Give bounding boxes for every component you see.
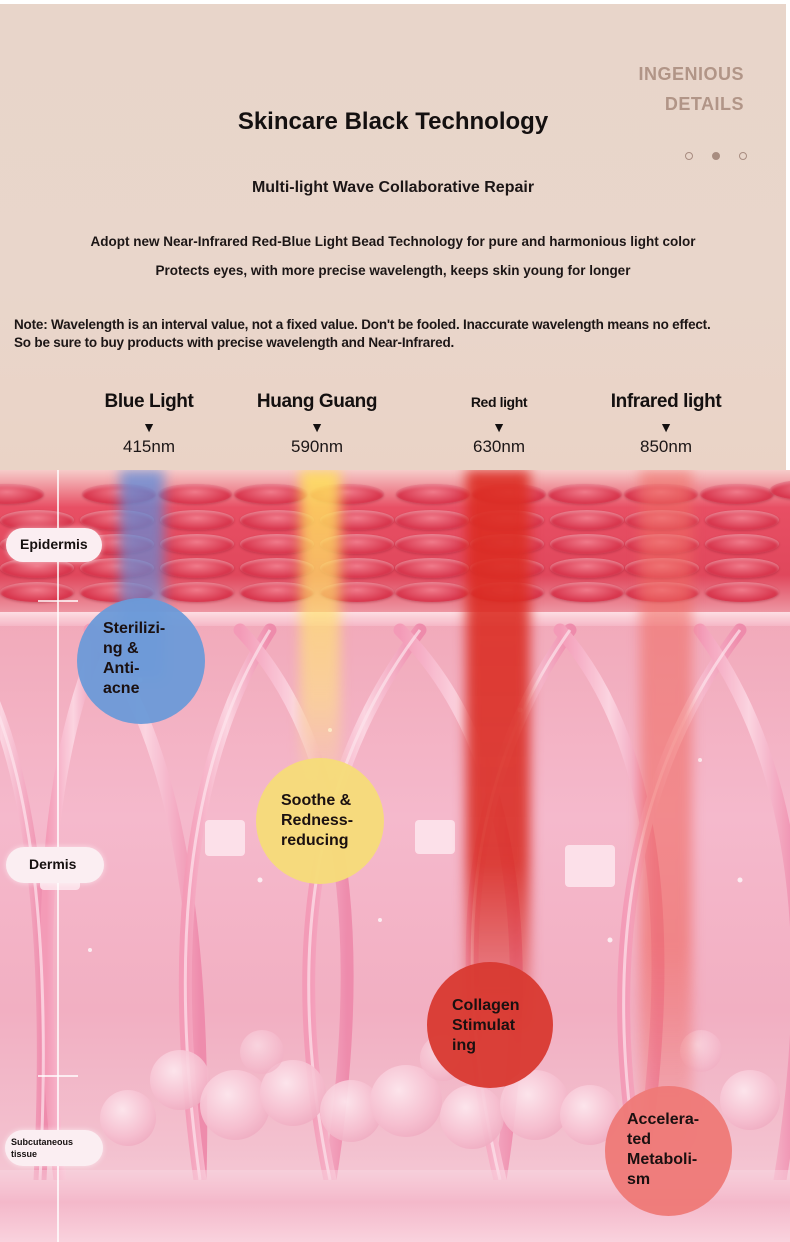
pager-dot-3[interactable] [739,152,747,160]
skin-cross-section-illustration: Epidermis Dermis Subcutaneous tissue Ste… [0,470,790,1242]
ruler-tick [38,1075,78,1077]
intro-panel: INGENIOUS DETAILS Skincare Black Technol… [0,4,786,474]
page-title: Skincare Black Technology [237,108,549,135]
brand-tag-line1: INGENIOUS [638,64,744,84]
ruler-tick [38,600,78,602]
wavelength-name: Red light [470,394,528,410]
wavelength-name: Blue Light [104,391,194,412]
effect-text: Collagen Stimulat ing [452,997,520,1054]
wavelength-value: 850nm [640,437,692,456]
brand-tag-line2: DETAILS [664,94,744,114]
effect-bubble-accelerated-metabolism: Accelera- ted Metaboli- sm [605,1086,732,1216]
pager-dot-2-active[interactable] [712,152,720,160]
effect-bubble-sterilizing-anti-acne: Sterilizi- ng & Anti- acne [77,598,205,724]
down-arrow-icon: ▼ [142,419,156,435]
effect-text: Sterilizi- ng & Anti- acne [103,620,166,697]
subcutaneous-tissue-label: Subcutaneous tissue [5,1130,103,1166]
description-line-1: Adopt new Near-Infrared Red-Blue Light B… [90,234,696,249]
wavelength-value: 630nm [473,437,525,456]
yellow-light-beam [300,470,340,800]
dermis-label: Dermis [6,847,104,883]
note-line-1: Note: Wavelength is an interval value, n… [14,317,711,332]
description-line-2: Protects eyes, with more precise wavelen… [155,263,631,278]
carousel-pager [685,152,747,160]
red-light-beam [466,470,530,1030]
wavelength-note: Note: Wavelength is an interval value, n… [14,316,784,352]
wavelength-value: 590nm [291,437,343,456]
wavelength-value: 415nm [123,437,175,456]
pager-dot-1[interactable] [685,152,693,160]
effect-bubble-collagen-stimulating: Collagen Stimulat ing [427,962,553,1088]
wavelength-red: Red light ▼ 630nm [419,389,579,457]
effect-bubble-soothe-redness-reducing: Soothe & Redness- reducing [256,758,384,884]
ingenious-details-tag: INGENIOUS DETAILS [638,59,744,119]
down-arrow-icon: ▼ [310,419,324,435]
epidermis-label: Epidermis [6,528,102,562]
effect-text: Accelera- ted Metaboli- sm [627,1111,700,1188]
down-arrow-icon: ▼ [492,419,506,435]
note-line-2: So be sure to buy products with precise … [14,335,455,350]
wavelength-yellow: Huang Guang ▼ 590nm [237,389,397,457]
wavelength-name: Huang Guang [256,391,378,412]
wavelength-infrared: Infrared light ▼ 850nm [586,389,746,457]
infrared-light-beam [640,470,692,1150]
down-arrow-icon: ▼ [659,419,673,435]
wavelength-blue: Blue Light ▼ 415nm [69,389,229,457]
epidermis-dermis-boundary [0,612,790,626]
wavelength-name: Infrared light [610,391,722,412]
effect-text: Soothe & Redness- reducing [281,792,354,849]
page-subtitle: Multi-light Wave Collaborative Repair [251,179,535,196]
